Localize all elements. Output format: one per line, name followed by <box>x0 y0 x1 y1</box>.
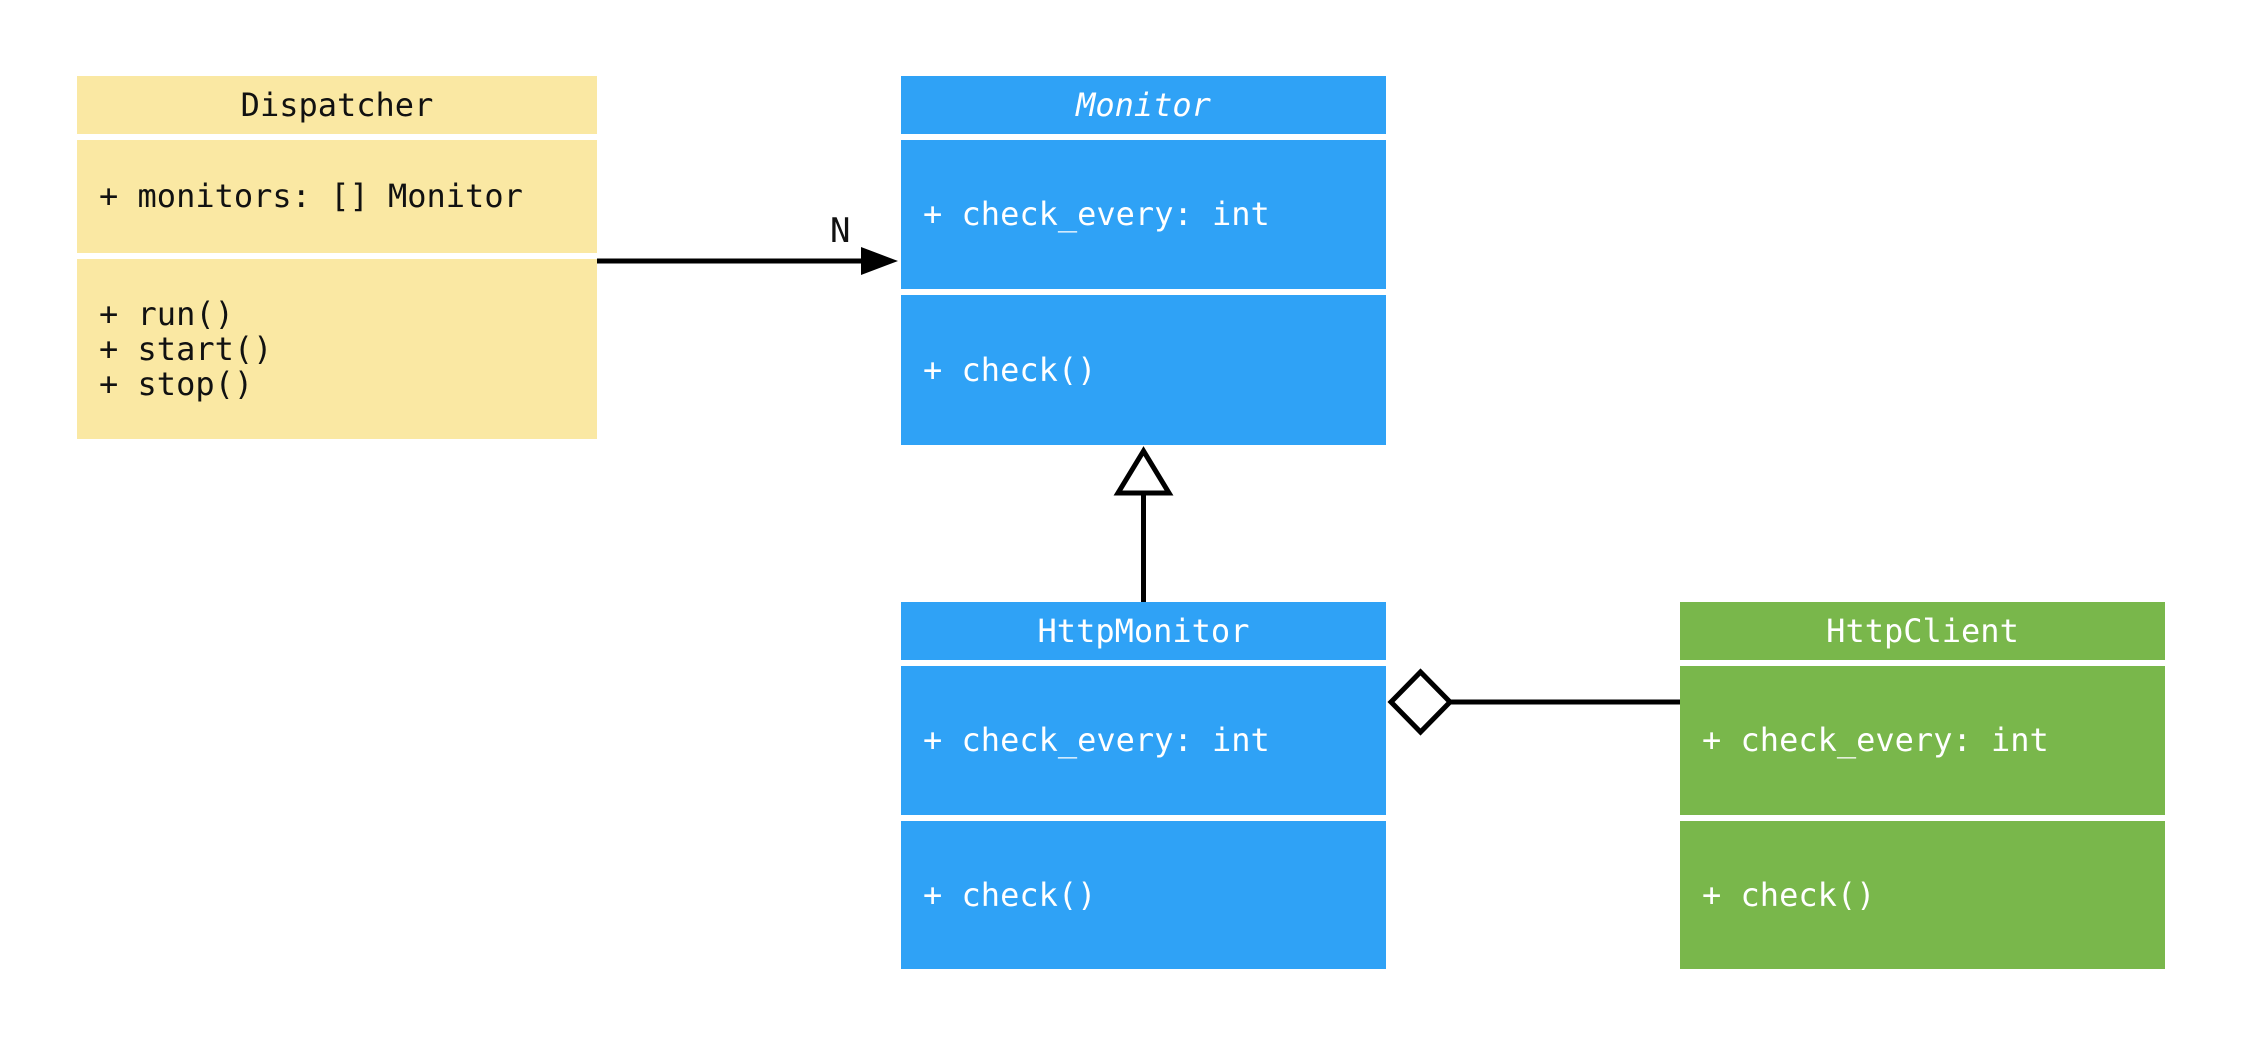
methods-compartment: + run() + start() + stop() <box>77 259 597 439</box>
class-title: Monitor <box>901 76 1386 134</box>
class-method: + check() <box>923 875 1097 914</box>
class-title: Dispatcher <box>77 76 597 134</box>
edge-httpmonitor-to-httpclient <box>1387 668 1680 736</box>
class-method: + stop() <box>99 364 254 403</box>
edge-dispatcher-to-monitor <box>597 247 898 275</box>
inheritance-triangle-icon <box>1113 446 1174 496</box>
class-box-dispatcher: Dispatcher + monitors: [] Monitor + run(… <box>77 76 597 439</box>
methods-compartment: + check() <box>901 295 1386 445</box>
attributes-compartment: + monitors: [] Monitor <box>77 140 597 253</box>
class-method: + start() <box>99 329 273 368</box>
attributes-compartment: + check_every: int <box>1680 666 2165 815</box>
class-method: + run() <box>99 294 234 333</box>
class-attribute: + check_every: int <box>923 195 1270 233</box>
methods-compartment: + check() <box>901 821 1386 969</box>
association-arrowhead-icon <box>861 247 898 275</box>
class-attribute: + check_every: int <box>923 721 1270 759</box>
class-attribute: + check_every: int <box>1702 721 2049 759</box>
methods-compartment: + check() <box>1680 821 2165 969</box>
attributes-compartment: + check_every: int <box>901 666 1386 815</box>
edge-httpmonitor-to-monitor <box>1113 446 1174 602</box>
association-multiplicity-label: N <box>830 211 851 251</box>
class-method: + check() <box>923 350 1097 389</box>
class-method: + check() <box>1702 875 1876 914</box>
attributes-compartment: + check_every: int <box>901 140 1386 289</box>
class-title: HttpMonitor <box>901 602 1386 660</box>
class-title: HttpClient <box>1680 602 2165 660</box>
class-box-httpmonitor: HttpMonitor + check_every: int + check() <box>901 602 1386 969</box>
class-box-httpclient: HttpClient + check_every: int + check() <box>1680 602 2165 969</box>
class-box-monitor: Monitor + check_every: int + check() <box>901 76 1386 445</box>
class-attribute: + monitors: [] Monitor <box>99 177 523 215</box>
aggregation-diamond-icon <box>1387 668 1454 736</box>
